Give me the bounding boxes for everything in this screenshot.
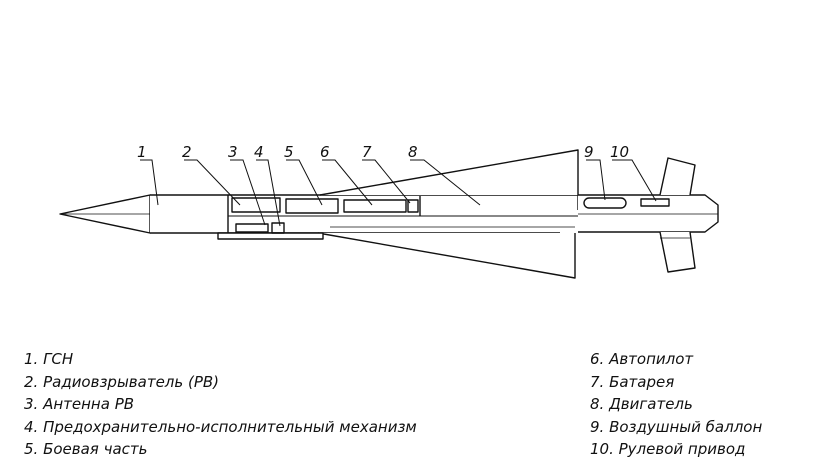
leader-lines bbox=[140, 159, 657, 227]
bottom-wing bbox=[317, 232, 576, 279]
callout-8: 8 bbox=[408, 143, 418, 161]
callout-3: 3 bbox=[228, 143, 238, 161]
missile-body bbox=[59, 149, 719, 279]
callout-7: 7 bbox=[362, 143, 372, 161]
legend-item: 1. ГСН bbox=[24, 350, 74, 368]
legend-item: 2. Радиовзрыватель (РВ) bbox=[24, 372, 220, 391]
front-body bbox=[150, 194, 229, 234]
legend-item: 8. Двигатель bbox=[590, 395, 693, 413]
legend-right: 6. Автопилот 7. Батарея 8. Двигатель 9. … bbox=[590, 348, 762, 461]
legend-item: 10. Рулевой привод bbox=[590, 440, 746, 458]
legend-item: 9. Воздушный баллон bbox=[590, 417, 763, 436]
upper-control-fin bbox=[659, 157, 696, 196]
legend-left: 1. ГСН 2. Радиовзрыватель (РВ) 3. Антенн… bbox=[24, 348, 417, 461]
callout-labels: 1 2 3 4 5 6 7 8 9 10 bbox=[137, 143, 629, 161]
antenna-block bbox=[235, 223, 269, 233]
autopilot-compartment bbox=[343, 199, 407, 213]
legend-item: 6. Автопилот bbox=[590, 350, 694, 368]
callout-4: 4 bbox=[254, 143, 264, 161]
warhead-compartment bbox=[285, 198, 339, 214]
lower-fairing bbox=[217, 232, 324, 240]
pim-block bbox=[271, 222, 285, 234]
legend-item: 5. Боевая часть bbox=[24, 440, 148, 458]
callout-1: 1 bbox=[137, 143, 147, 161]
callout-6: 6 bbox=[320, 143, 330, 161]
lower-control-fin bbox=[659, 231, 696, 273]
battery-compartment bbox=[407, 199, 419, 213]
legend-item: 7. Батарея bbox=[590, 372, 675, 391]
callout-5: 5 bbox=[284, 143, 294, 161]
callout-2: 2 bbox=[182, 143, 192, 161]
fuze-compartment bbox=[231, 197, 281, 213]
legend-item: 3. Антенна РВ bbox=[24, 395, 135, 413]
callout-9: 9 bbox=[584, 143, 594, 161]
rear-body bbox=[578, 194, 719, 233]
legend-item: 4. Предохранительно-исполнительный механ… bbox=[24, 417, 417, 436]
callout-10: 10 bbox=[610, 143, 629, 161]
top-wing bbox=[319, 149, 579, 196]
